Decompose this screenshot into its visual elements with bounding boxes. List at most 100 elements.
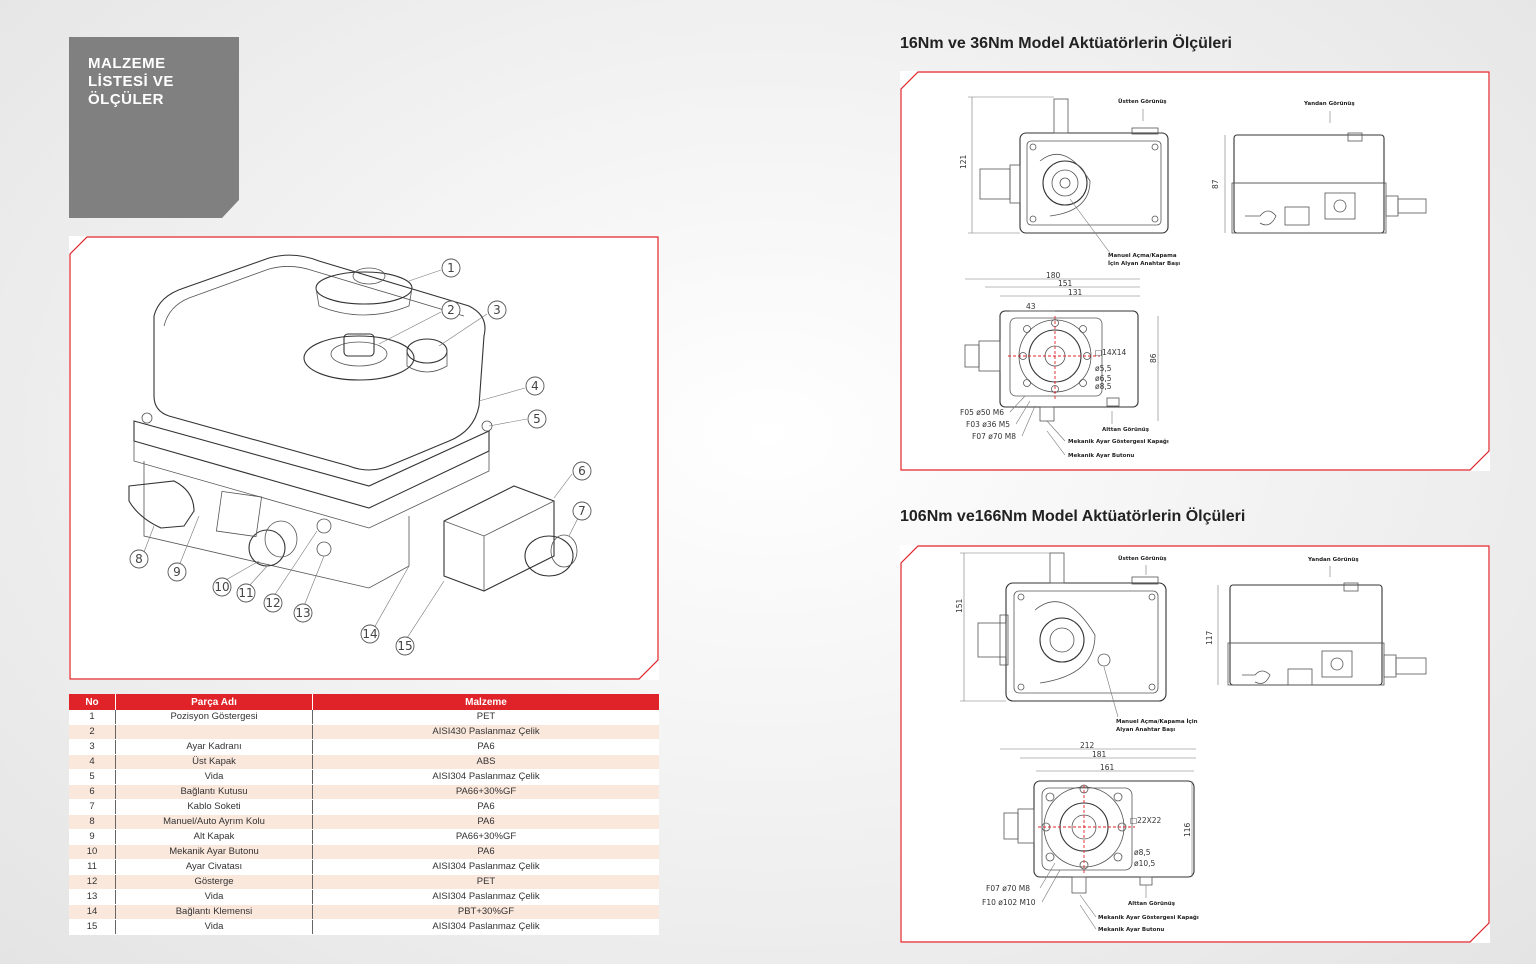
drawing1-f05: F05 ø50 M6: [960, 408, 1004, 417]
table-cell-no: 13: [69, 889, 116, 905]
callout-number: 13: [295, 606, 310, 620]
table-cell-no: 8: [69, 814, 116, 830]
table-cell-name: Vida: [115, 919, 313, 935]
drawing1-hex-key-note-2: İçin Alyan Anahtar Başı: [1108, 260, 1180, 267]
section-title: MALZEME LİSTESİ VE ÖLÇÜLER: [88, 55, 174, 108]
callout-circle: [395, 636, 415, 656]
table-cell-material: AISI304 Paslanmaz Çelik: [312, 769, 659, 785]
drawing1-dim-151: 151: [1058, 279, 1073, 288]
callout-number: 1: [447, 261, 455, 275]
drawing1-bottom-view-label: Alttan Görünüş: [1102, 427, 1150, 433]
drawing1-side-view-label: Yandan Görünüş: [1303, 101, 1355, 107]
drawing1-dim-43: 43: [1026, 302, 1036, 311]
table-cell-no: 12: [69, 874, 116, 890]
table-cell-material: AISI304 Paslanmaz Çelik: [312, 919, 659, 935]
table-cell-name: Bağlantı Klemensi: [115, 904, 313, 920]
table-cell-no: 3: [69, 739, 116, 755]
callout-circle: [572, 461, 592, 481]
drawing1-cover-note: Mekanik Ayar Göstergesi Kapağı: [1068, 439, 1169, 445]
table-cell-material: ABS: [312, 754, 659, 770]
callout-circle: [236, 583, 256, 603]
drawing2-frame: 151 Üstten Görünüş Manuel Açma/Kapama İç…: [900, 545, 1490, 943]
drawing1-top-view-label: Üstten Görünüş: [1118, 98, 1167, 105]
drawing2-dim-181: 181: [1092, 750, 1107, 759]
callout-number: 8: [135, 552, 143, 566]
table-cell-name: Vida: [115, 769, 313, 785]
callout-circle: [441, 258, 461, 278]
drawing2-button-note: Mekanik Ayar Butonu: [1098, 927, 1164, 933]
drawing2-d85: ø8,5: [1134, 848, 1151, 857]
drawing1-square: □14X14: [1095, 348, 1127, 357]
drawing2-bottom-view-label: Alttan Görünüş: [1128, 901, 1176, 907]
callout-circle: [129, 549, 149, 569]
table-cell-no: 6: [69, 784, 116, 800]
drawing1-dim-180: 180: [1046, 271, 1061, 280]
callout-circle: [527, 409, 547, 429]
drawing2-hex-key-note-1: Manuel Açma/Kapama İçin: [1116, 718, 1198, 725]
drawing1-hex-key-note-1: Manuel Açma/Kapama: [1108, 253, 1177, 259]
callout-number: 6: [578, 464, 586, 478]
callout-number: 14: [362, 627, 377, 641]
callout-circle: [441, 300, 461, 320]
table-cell-name: Gösterge: [115, 874, 313, 890]
drawing2-technical: 151 Üstten Görünüş Manuel Açma/Kapama İç…: [955, 552, 1427, 933]
col-header-material: Malzeme: [312, 694, 659, 710]
table-cell-material: AISI430 Paslanmaz Çelik: [312, 724, 659, 740]
table-cell-name: Pozisyon Göstergesi: [115, 710, 313, 725]
table-cell-name: Manuel/Auto Ayrım Kolu: [115, 814, 313, 830]
callout-number: 10: [214, 580, 229, 594]
table-cell-no: 5: [69, 769, 116, 785]
callout-number: 3: [493, 303, 501, 317]
drawing1-frame: 121 Üstten Görünüş Manuel Açma/Kapama İç…: [900, 71, 1490, 471]
callout-circle: [212, 577, 232, 597]
callout-number: 5: [533, 412, 541, 426]
drawing1-heading: 16Nm ve 36Nm Model Aktüatörlerin Ölçüler…: [900, 35, 1232, 52]
drawing1-dim-height: 121: [959, 154, 968, 169]
drawing2-f07: F07 ø70 M8: [986, 884, 1030, 893]
callout-circle: [487, 300, 507, 320]
table-cell-material: PET: [312, 710, 659, 725]
table-cell-no: 7: [69, 799, 116, 815]
table-cell-no: 10: [69, 844, 116, 860]
col-header-part-name: Parça Adı: [115, 694, 313, 710]
drawing2-heading: 106Nm ve166Nm Model Aktüatörlerin Ölçüle…: [900, 508, 1246, 525]
table-cell-name: Bağlantı Kutusu: [115, 784, 313, 800]
callout-circle: [525, 376, 545, 396]
table-cell-name: Ayar Civatası: [115, 859, 313, 875]
table-cell-material: PA66+30%GF: [312, 829, 659, 845]
table-cell-material: PA66+30%GF: [312, 784, 659, 800]
drawing2-cover-note: Mekanik Ayar Göstergesi Kapağı: [1098, 915, 1199, 921]
callout-number: 11: [238, 586, 253, 600]
table-cell-name: Vida: [115, 889, 313, 905]
table-cell-material: PA6: [312, 739, 659, 755]
drawing2-dim-height: 151: [955, 598, 964, 613]
drawing2-dim-212: 212: [1080, 741, 1095, 750]
drawing2-dim-161: 161: [1100, 763, 1115, 772]
table-cell-no: 4: [69, 754, 116, 770]
drawing2-hex-key-note-2: Alyan Anahtar Başı: [1116, 727, 1175, 733]
drawing2-dim-116: 116: [1183, 822, 1192, 837]
table-cell-material: PA6: [312, 814, 659, 830]
drawing1-dim-131: 131: [1068, 288, 1083, 297]
drawing1-d65: ø6,5: [1095, 374, 1112, 383]
callout-circle: [167, 562, 187, 582]
callout-number: 9: [173, 565, 181, 579]
callout-number: 7: [578, 504, 586, 518]
table-cell-no: 1: [69, 710, 116, 725]
table-cell-name: Alt Kapak: [115, 829, 313, 845]
drawing1-f03: F03 ø36 M5: [966, 420, 1010, 429]
